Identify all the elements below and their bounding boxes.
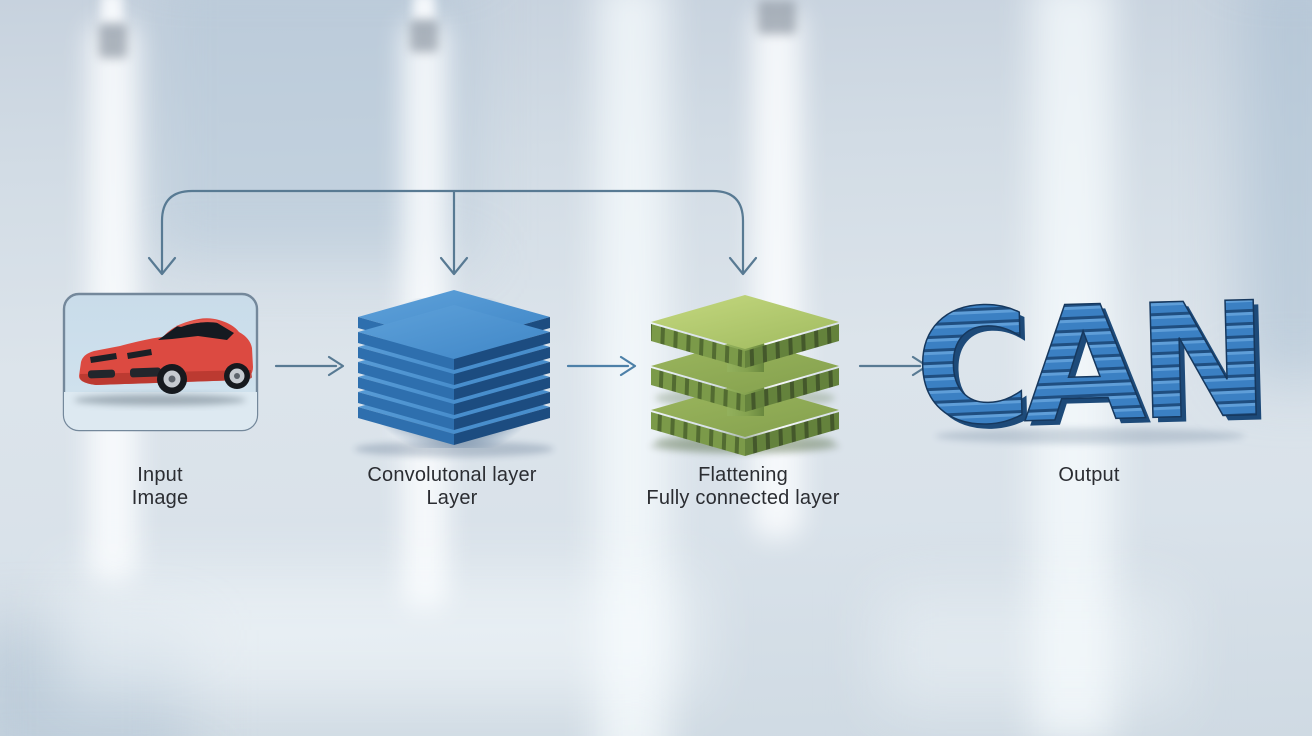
output-word: CAN [913,269,1264,462]
bracket-line [160,189,745,274]
label-flatten: Flattening Fully connected layer [646,464,839,510]
flatten-stack [650,295,840,456]
label-input: Input Image [132,464,189,510]
car-rear-wheel [224,363,250,389]
label-input-line2: Image [131,487,189,509]
car-bumper-slot-2 [129,367,162,378]
arrowhead-to-conv [439,256,469,276]
arrowhead-to-input [147,256,177,276]
arrow-conv-to-flatten [566,355,637,377]
arrowhead-to-flatten [728,256,758,276]
label-flatten-line1: Flattening [698,464,788,486]
flatten-slab-top [651,295,839,368]
label-conv-line2: Layer [426,487,478,509]
car-headlight-right [127,349,152,359]
car-headlight-left [90,353,117,363]
output-ground-shadow [935,428,1245,444]
arrow-input-to-conv [274,355,345,377]
conv-layer-stack [354,290,554,457]
label-output-line1: Output [1058,464,1120,486]
output-word-depth: CAN [918,273,1269,466]
car-illustration [64,318,257,430]
label-output: Output [1058,464,1119,487]
car-roof-highlight [176,319,219,327]
flow-arrows [274,355,929,377]
car-cabin-glass [158,321,234,340]
output-word-group: CAN CAN [912,268,1269,467]
label-conv: Convolutonal layer Layer [367,464,536,510]
label-conv-line1: Convolutonal layer [367,464,537,486]
arrow-flatten-to-output [858,355,929,377]
label-flatten-line2: Fully connected layer [646,487,840,509]
skip-connection-arrows [147,189,758,276]
label-input-line1: Input [137,464,183,486]
car-bumper-slot-1 [87,369,116,379]
car-front-wheel [157,364,187,394]
input-image-node [62,292,259,432]
